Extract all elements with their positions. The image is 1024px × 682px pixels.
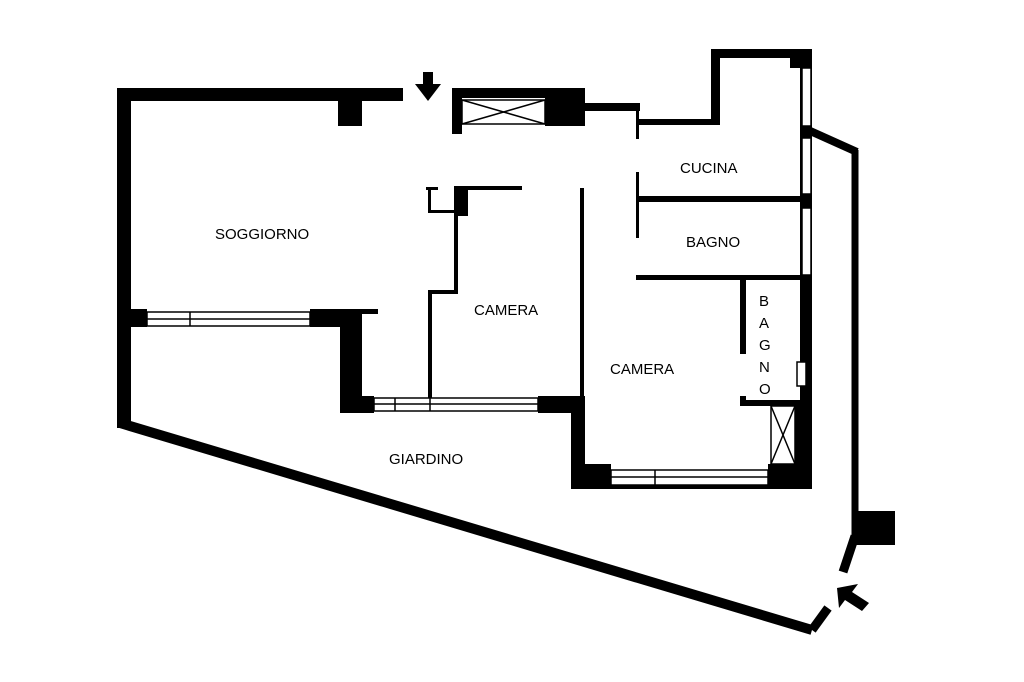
arrow-down-head [415,84,441,101]
wall-camera1-step [428,290,458,294]
window-bagno2-east [796,361,807,387]
label-bagno-vertical-n: N [759,359,770,376]
wall-soggiorno-bottom-left [117,309,147,327]
wall-left [117,88,131,428]
wall-kitchen-step [711,49,720,124]
wall-camera1-left-upper [454,186,458,292]
wall-kitchen-ledge [636,119,720,125]
wall-terrace-step [340,309,362,413]
garden-boundary [118,126,860,635]
arrow-up-left-shape [837,584,869,611]
wall-kitchen-top [711,49,812,58]
arrow-up-left-icon [837,584,869,611]
gate-pillar [855,511,895,545]
wall-camera2-left-corner [571,464,611,489]
label-bagno-vertical-b: B [759,293,769,310]
wall-kitchen-left-b [636,172,639,238]
label-bagno-vertical-o: O [759,381,771,398]
wall-top-entry-right [452,88,462,134]
window-kitchen-east [801,67,812,127]
label-cucina: CUCINA [680,160,738,177]
wall-camera1-left-lower [428,290,432,406]
window-bagno-east [801,207,812,276]
wall-bagno-bottom [636,275,812,280]
label-bagno-vertical-a: A [759,315,769,332]
wall-bagno2-floor [740,400,800,406]
wall-east-corner [790,54,812,68]
arrow-down-shaft [423,72,433,86]
boundary-gate-right [838,534,860,574]
boundary-diagonal [118,418,814,635]
label-bagno-vertical-g: G [759,337,771,354]
wall-top-right-segment [584,103,640,111]
label-giardino: GIARDINO [389,451,463,468]
wall-top-left [117,88,403,101]
label-camera-1: CAMERA [474,302,538,319]
shaft-top-cross-b [461,99,546,125]
boundary-gate-post [808,605,832,633]
shaft-right-cross-b [770,405,796,465]
label-soggiorno: SOGGIORNO [215,226,309,243]
wall-closet-bottom [428,210,456,213]
wall-top-mid [452,88,584,98]
wall-camera-partition-a [580,188,584,398]
wall-kitchen-bagno [636,196,812,202]
shaft-right-frame [795,406,800,464]
windows [146,67,812,486]
label-bagno: BAGNO [686,234,740,251]
wall-kitchen-left-a [636,111,639,139]
wall-column [338,100,362,126]
boundary-east-diagonal [806,126,859,156]
wall-camera1-bottom-left [340,396,374,413]
wall-camera1-leftpost [458,186,468,216]
wall-closet-top [426,187,438,190]
arrow-down-icon [415,72,441,101]
wall-camera1-top [456,186,522,190]
wall-camera1-bottom-right [538,396,585,413]
shafts [461,99,796,465]
wall-closet-side [428,187,431,213]
window-kitchen-east-2 [801,137,812,195]
wall-bagno2-left [740,280,746,354]
wall-camera2-corner [768,464,812,489]
wall-shaft-block [545,88,585,126]
label-camera-2: CAMERA [610,361,674,378]
room-labels: SOGGIORNO CUCINA BAGNO CAMERA CAMERA GIA… [215,160,771,468]
